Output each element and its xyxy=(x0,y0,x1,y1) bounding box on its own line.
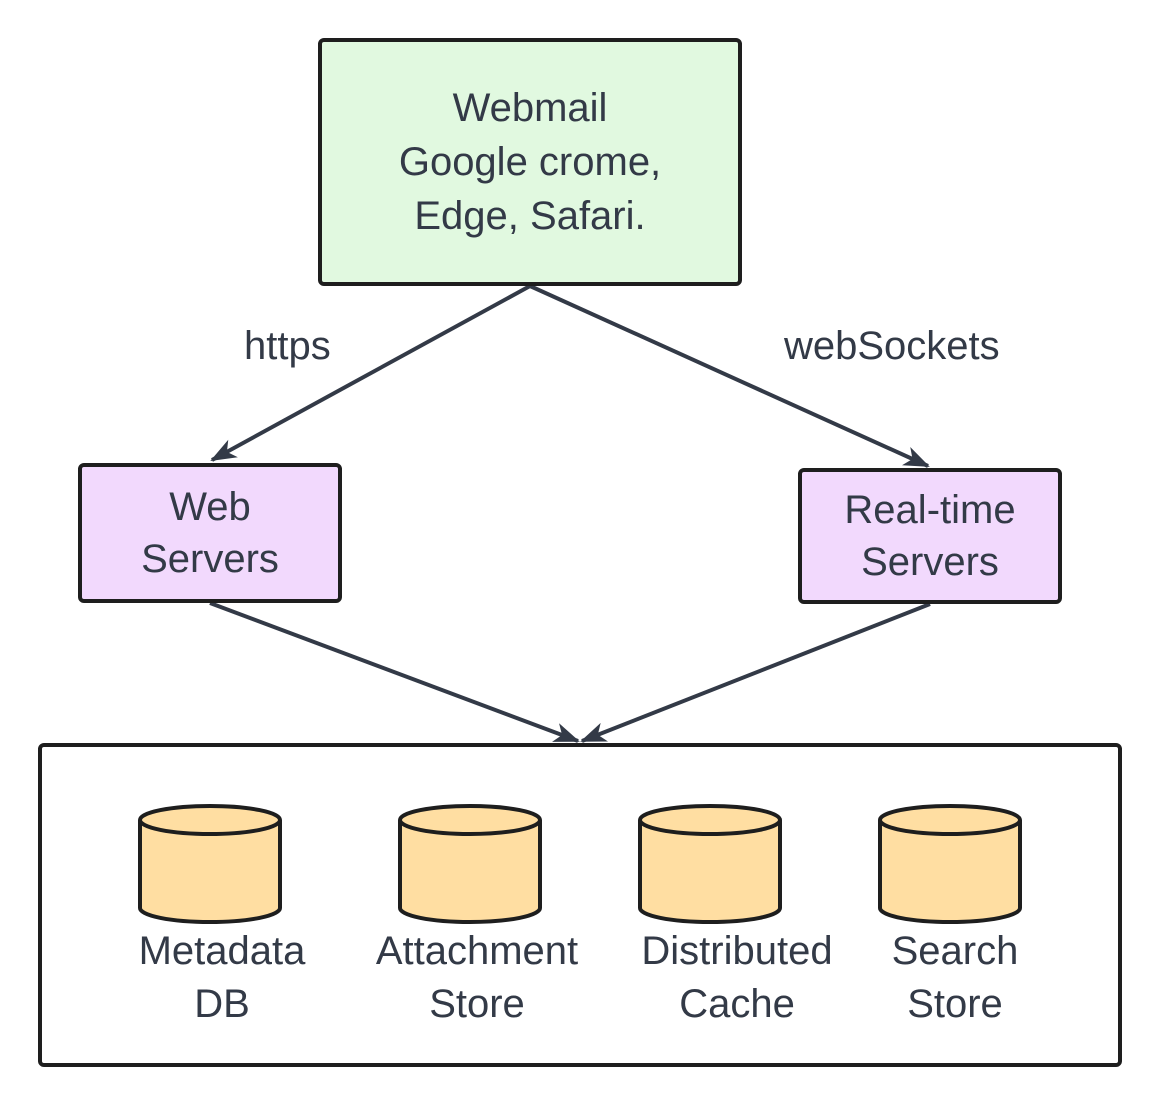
metadata-db-label: Metadata DB xyxy=(102,925,342,1031)
arrow-client-to-realtime-servers xyxy=(529,284,930,468)
realtime-servers-label-line1: Real-time xyxy=(844,488,1016,532)
search-store-label: Search Store xyxy=(835,925,1075,1031)
arrow-realtime-servers-to-storage xyxy=(580,602,931,743)
store-label-line2: DB xyxy=(194,982,250,1026)
https-connection-label: https xyxy=(244,322,331,370)
store-label-line1: Metadata xyxy=(138,929,306,973)
websockets-label-text: webSockets xyxy=(784,324,1000,368)
client-browsers-line2: Edge, Safari. xyxy=(414,194,646,238)
websockets-connection-label: webSockets xyxy=(784,322,1000,370)
https-label-text: https xyxy=(244,324,331,368)
client-title: Webmail xyxy=(452,86,608,130)
store-label-line1: Search xyxy=(891,929,1019,973)
web-servers-box: Web Servers xyxy=(78,463,342,603)
store-label-line1: Attachment xyxy=(375,929,579,973)
store-label-line2: Store xyxy=(907,982,1003,1026)
web-servers-label-line1: Web xyxy=(169,485,251,529)
database-icon xyxy=(398,804,542,924)
client-browsers-line1: Google crome, xyxy=(398,140,662,184)
realtime-servers-label-line2: Servers xyxy=(861,540,999,584)
database-icon xyxy=(878,804,1022,924)
distributed-cache-label: Distributed Cache xyxy=(617,925,857,1031)
attachment-store-label: Attachment Store xyxy=(357,925,597,1031)
store-label-line2: Store xyxy=(429,982,525,1026)
database-icon xyxy=(638,804,782,924)
arrow-web-servers-to-storage xyxy=(209,601,580,743)
store-label-line1: Distributed xyxy=(641,929,833,973)
webmail-client-box: Webmail Google crome, Edge, Safari. xyxy=(318,38,742,286)
web-servers-label-line2: Servers xyxy=(141,537,279,581)
arrow-client-to-web-servers xyxy=(210,284,531,462)
database-icon xyxy=(138,804,282,924)
store-label-line2: Cache xyxy=(679,982,795,1026)
realtime-servers-box: Real-time Servers xyxy=(798,468,1062,604)
